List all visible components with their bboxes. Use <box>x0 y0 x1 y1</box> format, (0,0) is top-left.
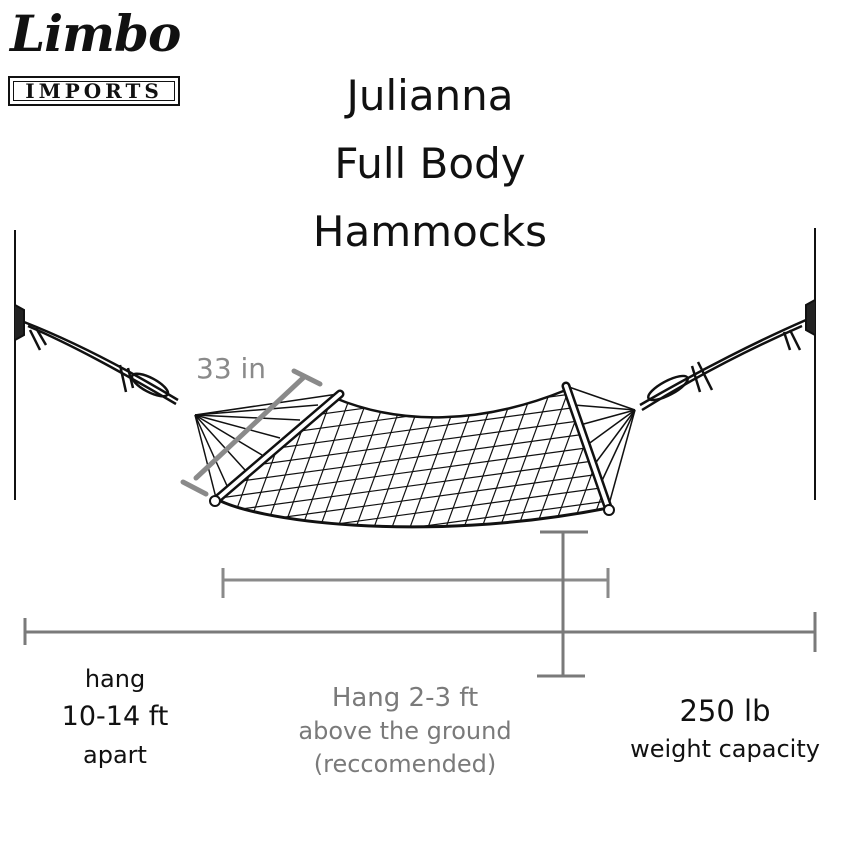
capacity-line-2: weight capacity <box>630 735 820 763</box>
spacing-line-3: apart <box>83 741 147 769</box>
post-spacing-dimension <box>23 612 817 652</box>
right-strings <box>565 385 636 509</box>
height-dimension <box>537 530 588 678</box>
logo-sub-text: IMPORTS <box>25 79 163 103</box>
left-spreader-bar <box>209 389 345 507</box>
logo-script-text: Limbo <box>10 4 181 63</box>
width-label: 33 in <box>196 352 267 385</box>
spacing-line-1: hang <box>84 665 146 693</box>
spacing-line-2: 10-14 ft <box>61 701 169 732</box>
right-hook <box>805 299 816 336</box>
left-rope <box>23 320 179 406</box>
hammock-length-dimension <box>221 568 610 598</box>
capacity-line-1: 250 lb <box>679 694 771 728</box>
capacity-label: 250 lb weight capacity <box>610 692 840 768</box>
left-hook <box>14 304 25 341</box>
hammock-bed-top <box>334 388 567 419</box>
title-line-1: Julianna <box>346 71 514 120</box>
width-dimension <box>180 368 323 497</box>
right-rope <box>639 318 807 412</box>
logo-sub-box: IMPORTS <box>8 76 180 106</box>
left-strings <box>194 393 339 499</box>
hammock-bed-outline <box>214 496 609 529</box>
brand-logo: Limbo IMPORTS <box>8 4 188 110</box>
title-line-2: Full Body <box>334 139 526 188</box>
height-label: Hang 2-3 ft above the ground (reccomende… <box>270 682 540 781</box>
height-line-1: Hang 2-3 ft <box>331 683 479 713</box>
logo-inner-frame <box>13 81 175 101</box>
height-line-2: above the ground <box>298 717 512 745</box>
height-line-3: (reccomended) <box>313 750 497 778</box>
right-spreader-bar <box>561 381 615 516</box>
title-line-3: Hammocks <box>312 207 548 256</box>
hammock-bed <box>215 390 608 527</box>
product-title: Julianna Full Body Hammocks <box>230 62 630 266</box>
spacing-label: hang 10-14 ft apart <box>40 660 190 774</box>
